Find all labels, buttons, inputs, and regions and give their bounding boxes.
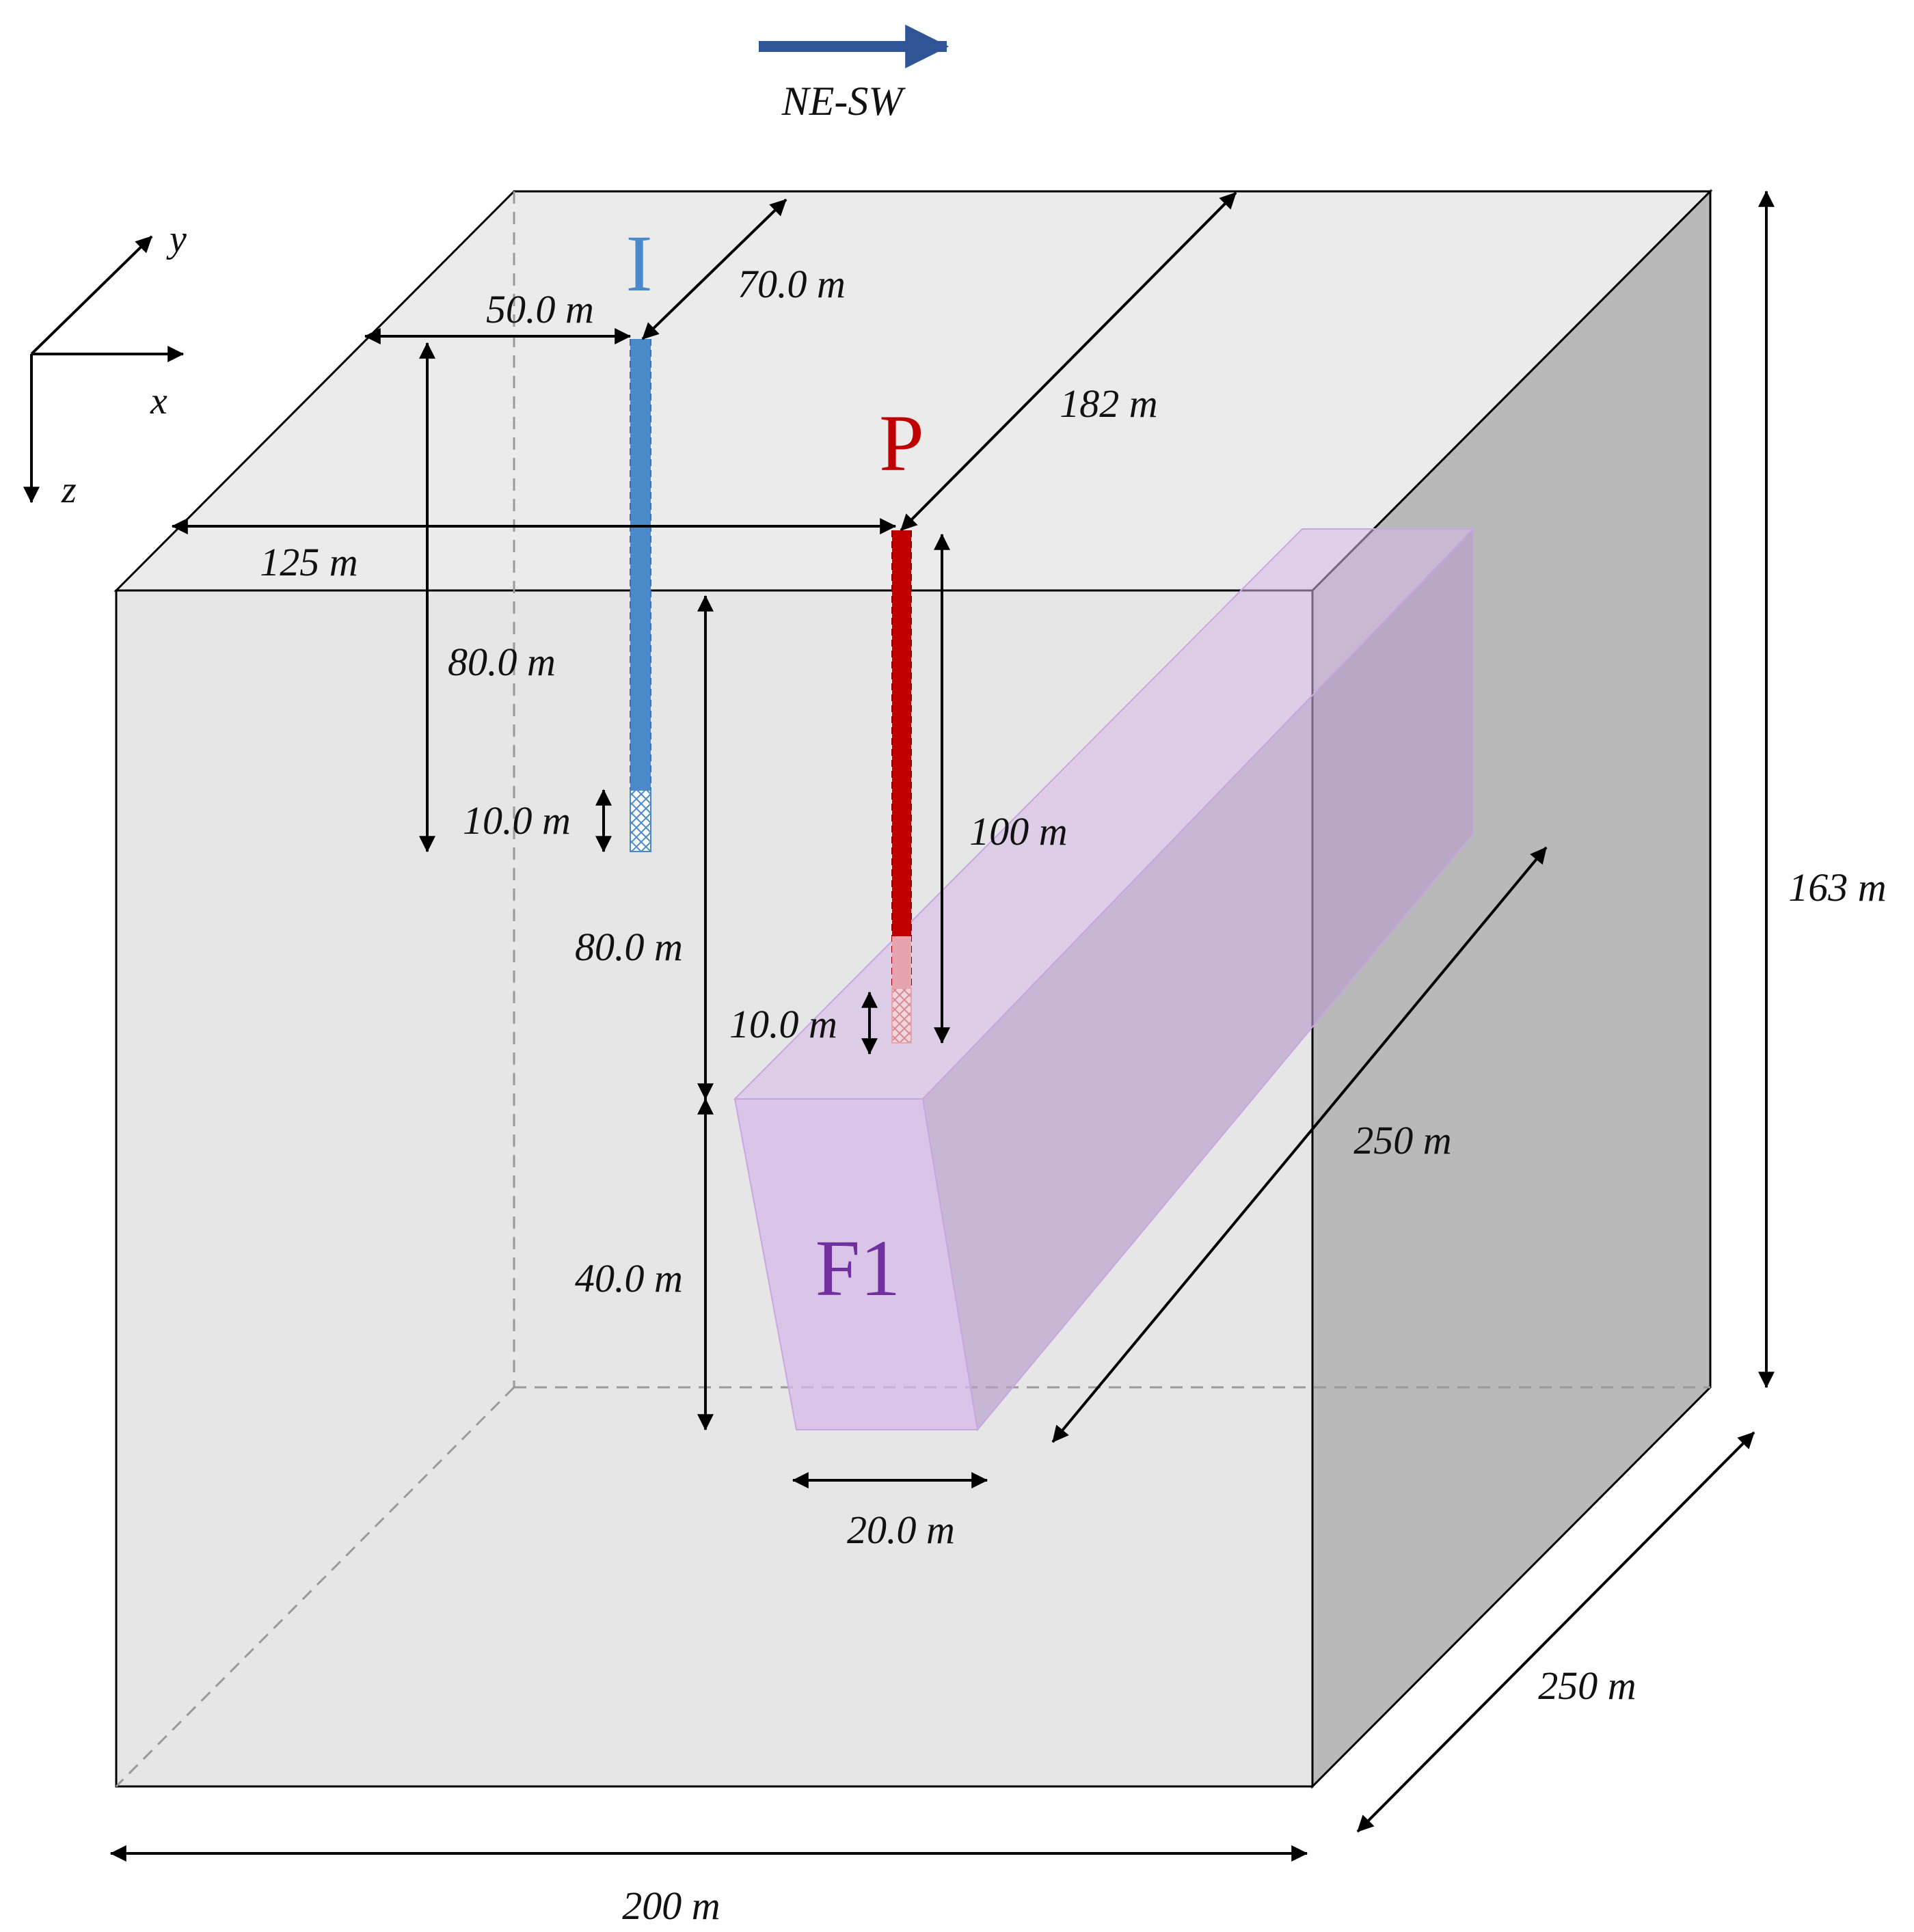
dim-fault-length bbox=[1051, 846, 1548, 1443]
dim-label-p-screen: 10.0 m bbox=[729, 1002, 837, 1046]
dim-label-i-y-offset: 70.0 m bbox=[738, 262, 846, 306]
y-axis-label: y bbox=[166, 218, 187, 260]
axis-triad: x y z bbox=[23, 218, 187, 511]
dim-label-p-y-offset: 182 m bbox=[1060, 381, 1157, 426]
dim-label-fault-height: 40.0 m bbox=[575, 1256, 683, 1301]
production-well-screen bbox=[891, 988, 912, 1044]
injection-well-screen bbox=[630, 789, 651, 852]
production-well-lower-casing bbox=[892, 936, 911, 988]
y-axis-arrow-icon bbox=[30, 235, 153, 355]
dim-label-fault-top-depth: 80.0 m bbox=[575, 925, 683, 969]
injection-well-casing bbox=[630, 339, 651, 790]
injection-well-label: I bbox=[625, 219, 652, 308]
dim-domain-y bbox=[1356, 1431, 1755, 1833]
dim-label-domain-x: 200 m bbox=[622, 1883, 720, 1928]
dim-label-p-x-offset: 125 m bbox=[260, 540, 358, 584]
direction-indicator: NE-SW bbox=[759, 25, 949, 124]
dim-p-y-offset bbox=[900, 191, 1237, 532]
production-well-casing bbox=[892, 530, 911, 988]
dim-label-domain-y: 250 m bbox=[1538, 1663, 1636, 1708]
direction-label: NE-SW bbox=[781, 79, 906, 124]
dim-label-i-screen: 10.0 m bbox=[463, 798, 571, 843]
fault-label: F1 bbox=[816, 1223, 901, 1313]
dim-label-domain-z: 163 m bbox=[1788, 865, 1886, 910]
dim-label-i-x-offset: 50.0 m bbox=[486, 287, 594, 331]
dimension-labels: 50.0 m 70.0 m 182 m 125 m 80.0 m 10.0 m … bbox=[260, 262, 1886, 1928]
z-axis-label: z bbox=[61, 469, 77, 511]
production-well-label: P bbox=[879, 398, 924, 488]
dim-i-y-offset bbox=[641, 198, 787, 340]
fault-front-face bbox=[733, 1098, 979, 1430]
dim-label-i-depth: 80.0 m bbox=[448, 640, 556, 684]
dim-label-p-depth: 100 m bbox=[969, 809, 1067, 854]
dimension-lines bbox=[109, 190, 1775, 1862]
dim-label-fault-length: 250 m bbox=[1353, 1118, 1451, 1162]
injection-well: I bbox=[625, 219, 653, 852]
x-axis-label: x bbox=[150, 380, 167, 422]
dim-label-fault-width: 20.0 m bbox=[847, 1508, 955, 1552]
